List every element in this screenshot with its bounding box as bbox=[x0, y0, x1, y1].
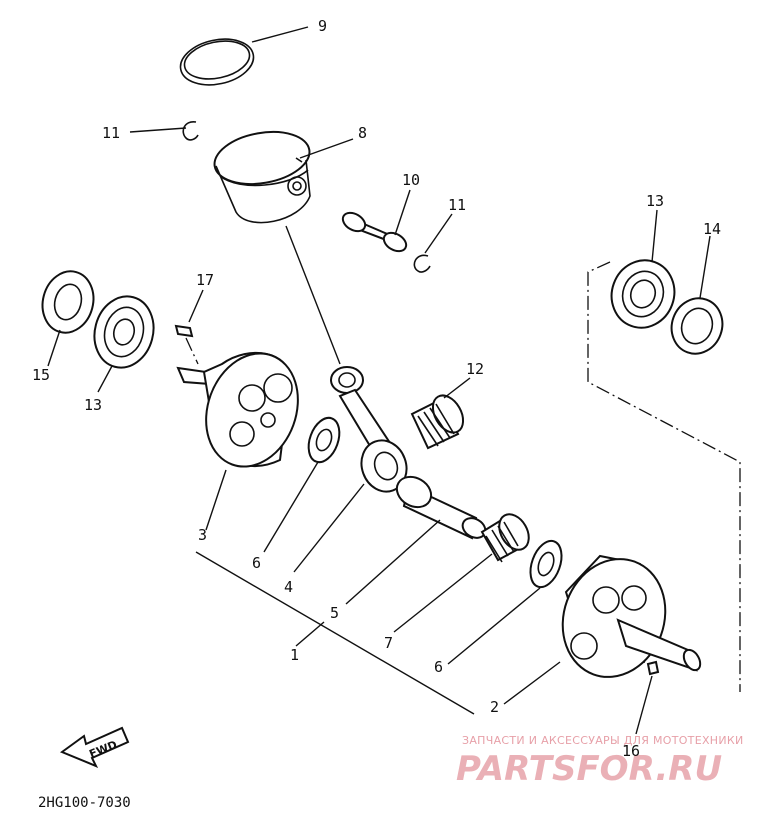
watermark-tagline: ЗАПЧАСТИ И АКСЕССУАРЫ ДЛЯ МОТОТЕХНИКИ bbox=[462, 734, 744, 747]
callout-9: 9 bbox=[318, 17, 327, 35]
oil-seal-right bbox=[670, 235, 724, 355]
callout-7: 7 bbox=[384, 634, 393, 652]
right-bearing bbox=[610, 209, 676, 329]
callout-5: 5 bbox=[330, 604, 339, 622]
left-bearing bbox=[93, 295, 155, 393]
thrust-washer-right bbox=[447, 539, 563, 665]
watermark: ЗАПЧАСТИ И АКСЕССУАРЫ ДЛЯ МОТОТЕХНИКИ PA… bbox=[456, 734, 744, 789]
assembly-leader bbox=[295, 621, 325, 647]
circlip-right bbox=[413, 213, 453, 273]
piston-pin bbox=[341, 189, 411, 253]
circlip-left bbox=[129, 121, 199, 141]
callout-14: 14 bbox=[703, 220, 721, 238]
callout-10: 10 bbox=[402, 171, 420, 189]
crank-web-left bbox=[176, 351, 299, 531]
crank-pin bbox=[345, 475, 487, 605]
callout-15: 15 bbox=[32, 366, 50, 384]
callout-13-left: 13 bbox=[84, 396, 102, 414]
oil-seal-left bbox=[41, 270, 95, 367]
callout-17: 17 bbox=[196, 271, 214, 289]
thrust-washer-left bbox=[263, 416, 341, 553]
callout-6-right: 6 bbox=[434, 658, 443, 676]
crank-web-right bbox=[503, 554, 702, 705]
callout-6-left: 6 bbox=[252, 554, 261, 572]
piston bbox=[213, 131, 354, 365]
connecting-rod bbox=[293, 366, 408, 573]
diagram-code: 2HG100-7030 bbox=[38, 795, 131, 811]
small-end-needle-bearing bbox=[410, 377, 471, 450]
fwd-arrow-icon: FWD bbox=[59, 726, 130, 768]
callout-11-right: 11 bbox=[448, 196, 466, 214]
assembly-bracket-line bbox=[195, 551, 475, 715]
woodruff-key-right bbox=[635, 660, 660, 735]
callout-labels: 9 11 8 10 11 13 14 17 15 13 12 3 6 4 5 1… bbox=[32, 17, 721, 760]
callout-1: 1 bbox=[290, 646, 299, 664]
watermark-brand: PARTSFOR.RU bbox=[456, 749, 722, 789]
callout-13-right: 13 bbox=[646, 192, 664, 210]
piston-ring bbox=[179, 26, 309, 86]
woodruff-key-left bbox=[174, 289, 204, 365]
callout-3: 3 bbox=[198, 526, 207, 544]
callout-4: 4 bbox=[284, 578, 293, 596]
callout-11: 11 bbox=[102, 124, 120, 142]
callout-16: 16 bbox=[622, 742, 640, 760]
big-end-needle-bearing bbox=[393, 513, 530, 633]
callout-8: 8 bbox=[358, 124, 367, 142]
callout-12: 12 bbox=[466, 360, 484, 378]
callout-2: 2 bbox=[490, 698, 499, 716]
